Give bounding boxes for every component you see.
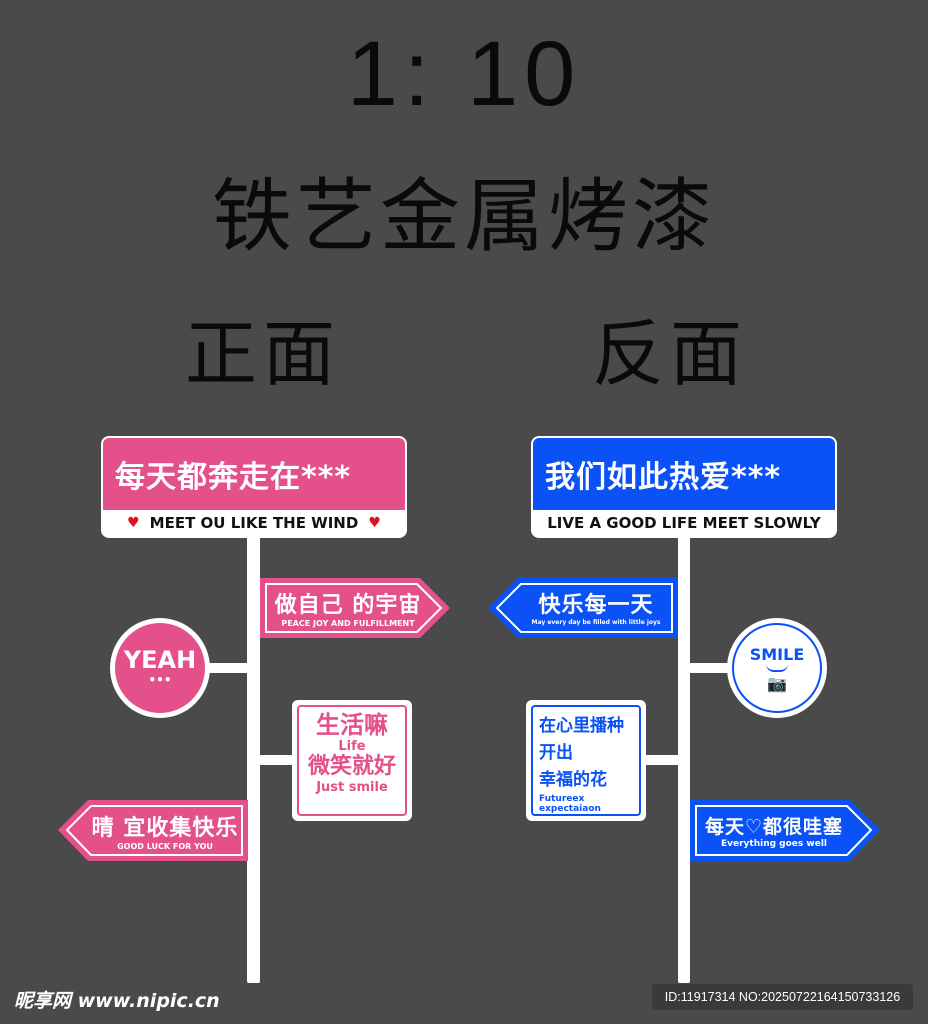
front-arrow-right-cn: 做自己 的宇宙: [274, 593, 422, 618]
back-label: 反面: [592, 312, 749, 396]
front-top-strip: ♥ MEET OU LIKE THE WIND ♥: [103, 510, 405, 536]
back-top-title: 我们如此热爱***: [533, 438, 835, 510]
back-top-subtitle: LIVE A GOOD LIFE MEET SLOWLY: [547, 514, 821, 532]
back-square-arm: [644, 755, 680, 765]
back-arrow-left-sign: 快乐每一天 May every day be filled with littl…: [488, 578, 678, 638]
square-line2: 开出: [539, 743, 573, 763]
heart-icon: ♥: [127, 515, 140, 531]
front-circle-arm: [206, 663, 250, 673]
watermark-id: ID:11917314 NO:20250722164150733126: [652, 984, 913, 1010]
back-arrow-right-en: Everything goes well: [720, 839, 827, 849]
back-circle-arm: [688, 663, 730, 673]
front-arrow-left-en: GOOD LUCK FOR YOU: [117, 842, 213, 851]
back-arrow-right-sign: 每天♡都很哇塞 Everything goes well: [690, 800, 880, 861]
yeah-text: YEAH: [123, 646, 197, 674]
front-arrow-right-sign: 做自己 的宇宙 PEACE JOY AND FULFILLMENT: [260, 578, 450, 638]
square-line3: 微笑就好: [307, 754, 396, 779]
front-circle-sign: YEAH •••: [110, 618, 210, 718]
front-top-title: 每天都奔走在***: [103, 438, 405, 510]
square-line4: Futureex expectaiaon: [539, 794, 601, 814]
front-label: 正面: [185, 312, 342, 396]
scale-ratio: 1: 10: [346, 23, 582, 125]
square-line4: Just smile: [316, 780, 388, 795]
front-top-subtitle: MEET OU LIKE THE WIND: [149, 514, 359, 532]
front-arrow-left-cn: 晴 宜收集快乐: [91, 816, 239, 841]
square-line2: Life: [338, 739, 366, 754]
dots: •••: [148, 673, 172, 687]
square-line1: 生活嘛: [316, 711, 388, 739]
front-arrow-left-sign: 晴 宜收集快乐 GOOD LUCK FOR YOU: [58, 800, 248, 861]
back-pole: [678, 530, 690, 983]
back-square-sign: 在心里播种 开出 幸福的花 Futureex expectaiaon: [526, 700, 646, 821]
back-circle-sign: SMILE 📷: [727, 618, 827, 718]
material-title: 铁艺金属烤漆: [212, 170, 716, 263]
square-line1: 在心里播种: [539, 716, 624, 736]
front-square-sign: 生活嘛 Life 微笑就好 Just smile: [292, 700, 412, 821]
smile-text: SMILE: [749, 645, 805, 664]
back-arrow-left-en: May every day be filled with little joys: [531, 619, 661, 626]
watermark-logo: 昵享网 www.nipic.cn: [14, 990, 220, 1012]
smile-curve-icon: [766, 664, 788, 672]
front-arrow-right-en: PEACE JOY AND FULFILLMENT: [281, 619, 415, 628]
square-line3: 幸福的花: [539, 770, 607, 790]
back-arrow-left-cn: 快乐每一天: [538, 593, 654, 618]
front-square-arm: [258, 755, 294, 765]
back-arrow-right-cn: 每天♡都很哇塞: [704, 816, 844, 838]
front-pole: [247, 530, 260, 983]
heart-icon: ♥: [368, 515, 381, 531]
front-top-sign: 每天都奔走在*** ♥ MEET OU LIKE THE WIND ♥: [101, 436, 407, 538]
back-top-sign: 我们如此热爱*** LIVE A GOOD LIFE MEET SLOWLY: [531, 436, 837, 538]
camera-icon: 📷: [767, 674, 787, 693]
